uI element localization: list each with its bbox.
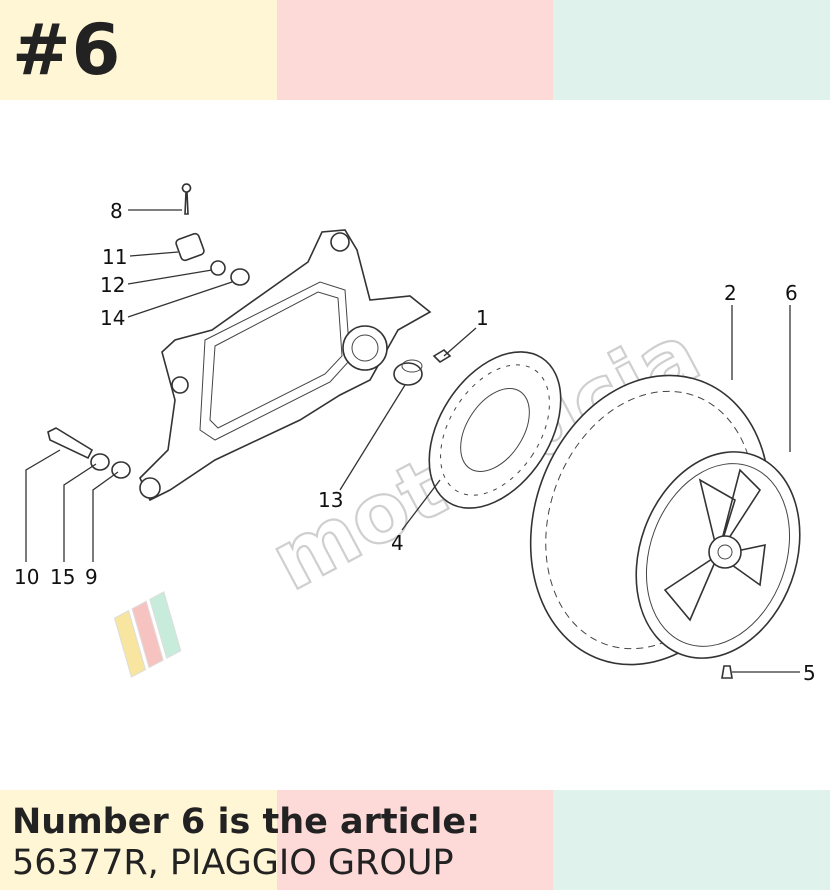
callout-6: 6 (785, 281, 798, 305)
callout-15: 15 (50, 565, 75, 589)
header-color-band (0, 0, 830, 100)
callout-14: 14 (100, 306, 125, 330)
band-pink (277, 0, 553, 100)
band-mint (553, 0, 830, 100)
brake-disc (428, 351, 562, 509)
callout-9: 9 (85, 565, 98, 589)
wheel-assembly (529, 374, 801, 666)
callout-10: 10 (14, 565, 39, 589)
swing-arm (139, 229, 432, 502)
callout-12: 12 (100, 273, 125, 297)
band-yellow (0, 0, 277, 100)
callout-11: 11 (102, 245, 127, 269)
band-mint (553, 790, 830, 890)
band-pink (277, 790, 553, 890)
callout-13: 13 (318, 488, 343, 512)
callout-4: 4 (391, 531, 404, 555)
leader-lines (25, 209, 800, 673)
hardware (47, 183, 733, 679)
footer-color-band (0, 790, 830, 890)
exploded-parts-diagram: motorucia (14, 183, 816, 685)
part-number-badge: #6 (12, 9, 122, 91)
caption-heading: Number 6 is the article: (12, 802, 481, 842)
callout-1: 1 (476, 306, 489, 330)
caption-article: 56377R, PIAGGIO GROUP (12, 843, 454, 883)
callout-8: 8 (110, 199, 123, 223)
band-yellow (0, 790, 277, 890)
callout-5: 5 (803, 661, 816, 685)
callout-2: 2 (724, 281, 737, 305)
callout-labels: 1 2 4 5 6 8 9 10 11 12 13 14 15 (14, 199, 816, 685)
